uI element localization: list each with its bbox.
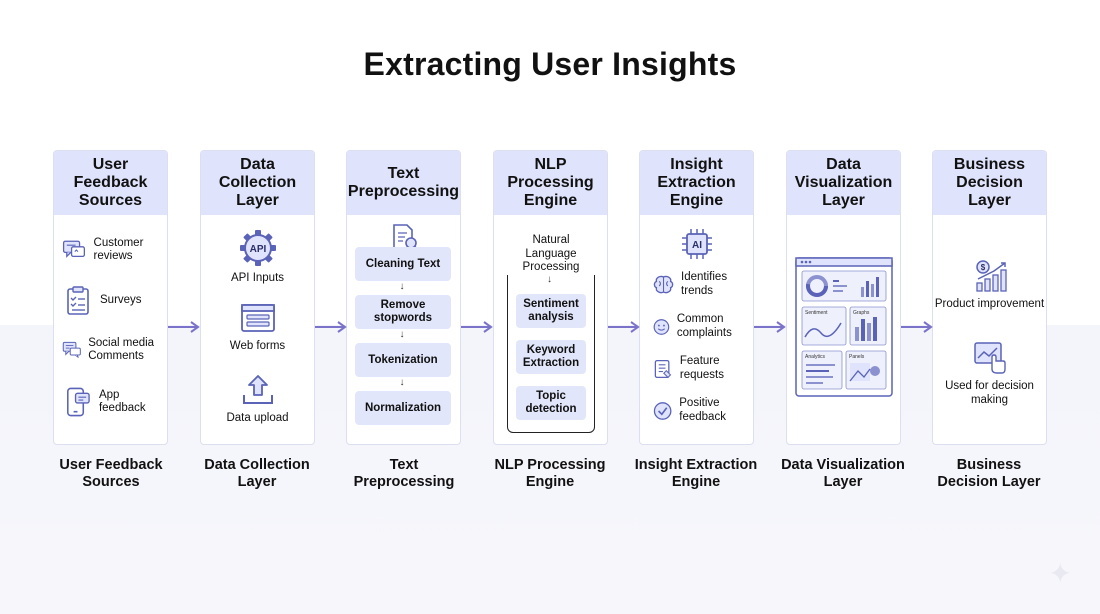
process-step: Normalization bbox=[355, 391, 451, 425]
web-form-icon bbox=[240, 304, 275, 332]
process-step: Cleaning Text bbox=[355, 247, 451, 281]
flow-arrow bbox=[315, 321, 347, 333]
item-label: Common complaints bbox=[676, 313, 732, 339]
item-label: Used for decision making bbox=[945, 380, 1034, 406]
social-comments-icon bbox=[62, 341, 81, 358]
process-step: Keyword Extraction bbox=[516, 340, 586, 374]
down-arrow-icon: ↓ bbox=[399, 281, 405, 292]
list-item: API API Inputs bbox=[201, 229, 314, 286]
item-label: Product improvement bbox=[934, 298, 1045, 310]
stage-card-user-feedback: User Feedback Sources Customer reviews S… bbox=[53, 150, 168, 445]
ai-chip-icon: AI bbox=[682, 229, 712, 259]
item-label: Customer reviews bbox=[93, 236, 144, 263]
list-item: Common complaints bbox=[652, 313, 753, 340]
growth-chart-icon: $ bbox=[975, 260, 1007, 292]
list-item: Identifies trends bbox=[652, 271, 753, 298]
list-item: Used for decision making bbox=[933, 341, 1046, 407]
checklist-icon bbox=[654, 359, 672, 378]
list-item: Web forms bbox=[201, 303, 314, 354]
item-label: Identifies trends bbox=[681, 271, 728, 297]
item-label: Positive feedback bbox=[679, 397, 726, 423]
list-item: Surveys bbox=[62, 285, 142, 317]
stage-card-text-preprocessing: Text Preprocessing Cleaning Text ↓ Remov… bbox=[346, 150, 461, 445]
stage-card-data-collection: Data Collection Layer API API Inputs bbox=[200, 150, 315, 445]
svg-text:API: API bbox=[249, 244, 266, 255]
stage-caption: Business Decision Layer bbox=[937, 457, 1041, 490]
dashboard-illustration: Sentiment Graphs Analytics Panels bbox=[795, 257, 893, 397]
list-item: Customer reviews bbox=[62, 235, 167, 265]
list-item: App feedback bbox=[62, 385, 167, 419]
item-label: Feature requests bbox=[679, 355, 724, 381]
item-label: App feedback bbox=[98, 388, 146, 415]
stage-card-data-visualization: Data Visualization Layer Sentiment Graph… bbox=[786, 150, 901, 445]
item-label: Surveys bbox=[100, 294, 142, 307]
item-label: Data upload bbox=[226, 412, 289, 424]
stage-caption: User Feedback Sources bbox=[59, 457, 163, 490]
down-arrow-icon: ↓ bbox=[399, 329, 405, 340]
list-item: Feature requests bbox=[652, 355, 753, 382]
survey-clipboard-icon bbox=[67, 286, 89, 315]
svg-text:$: $ bbox=[980, 263, 985, 272]
stage-header: NLP Processing Engine bbox=[494, 151, 607, 215]
list-item: Positive feedback bbox=[652, 397, 753, 424]
flow-arrow bbox=[461, 321, 493, 333]
panel-title-sentiment: Sentiment bbox=[805, 310, 828, 316]
stage-header: Text Preprocessing bbox=[347, 151, 460, 215]
process-step: Tokenization bbox=[355, 343, 451, 377]
item-label: Web forms bbox=[229, 340, 286, 352]
process-step: Remove stopwords bbox=[355, 295, 451, 329]
upload-icon bbox=[242, 375, 273, 404]
document-search-icon bbox=[393, 224, 419, 251]
list-item: Social media Comments bbox=[62, 335, 167, 365]
app-feedback-phone-icon bbox=[67, 387, 90, 417]
flow-arrow bbox=[754, 321, 786, 333]
stage-caption: Insight Extraction Engine bbox=[634, 457, 758, 490]
list-item: $ Product improvement bbox=[933, 259, 1046, 312]
nlp-group-label: Natural Language Processing bbox=[507, 234, 595, 275]
panel-title-graphs: Graphs bbox=[853, 310, 870, 316]
stage-card-nlp-engine: NLP Processing Engine Natural Language P… bbox=[493, 150, 608, 445]
stage-caption: Text Preprocessing bbox=[353, 457, 455, 490]
stage-caption: NLP Processing Engine bbox=[494, 457, 606, 490]
list-item: Data upload bbox=[201, 373, 314, 426]
api-gear-icon: API bbox=[239, 230, 276, 266]
process-step: Sentiment analysis bbox=[516, 294, 586, 328]
item-label: Social media Comments bbox=[88, 336, 155, 363]
stage-header: Business Decision Layer bbox=[933, 151, 1046, 215]
page-title: Extracting User Insights bbox=[363, 46, 737, 82]
panel-title-panels: Panels bbox=[849, 354, 865, 360]
stage-header: Insight Extraction Engine bbox=[640, 151, 753, 215]
down-arrow-icon: ↓ bbox=[547, 274, 552, 285]
svg-text:AI: AI bbox=[692, 240, 702, 251]
flow-arrow bbox=[901, 321, 933, 333]
nlp-group-box: Natural Language Processing ↓ Sentiment … bbox=[507, 234, 595, 433]
check-circle-icon bbox=[653, 401, 672, 420]
sparkle-watermark-icon: ✦ bbox=[1048, 558, 1072, 589]
stage-caption: Data Collection Layer bbox=[204, 457, 310, 490]
stage-header: User Feedback Sources bbox=[54, 151, 167, 215]
stage-caption: Data Visualization Layer bbox=[781, 457, 905, 490]
smiley-icon bbox=[653, 318, 670, 335]
item-label: API Inputs bbox=[230, 272, 285, 284]
down-arrow-icon: ↓ bbox=[399, 377, 405, 388]
stage-card-business-decision: Business Decision Layer $ Product improv… bbox=[932, 150, 1047, 445]
flow-arrow bbox=[168, 321, 200, 333]
flow-arrow bbox=[608, 321, 640, 333]
process-step: Topic detection bbox=[516, 386, 586, 420]
brain-icon bbox=[653, 275, 674, 293]
panel-title-analytics: Analytics bbox=[805, 354, 826, 360]
stage-header: Data Visualization Layer bbox=[787, 151, 900, 215]
decision-click-icon bbox=[973, 342, 1006, 374]
stage-card-insight-extraction: Insight Extraction Engine AI Identifies … bbox=[639, 150, 754, 445]
stage-header: Data Collection Layer bbox=[201, 151, 314, 215]
review-chat-icon bbox=[62, 240, 85, 258]
